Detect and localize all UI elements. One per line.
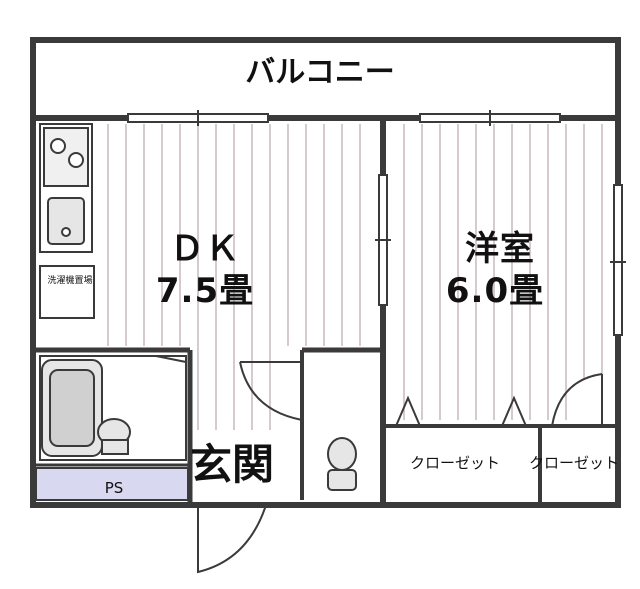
western-room-name: 洋室 <box>465 229 535 269</box>
entrance-label: 玄関 <box>190 440 275 489</box>
dk-room-name: ＤＫ <box>170 229 240 269</box>
balcony-windows <box>127 110 626 336</box>
closet-doors <box>395 395 527 427</box>
western-room-flooring <box>403 124 603 420</box>
closet-label-1: クローゼット <box>410 454 501 472</box>
closet-label-2: クローゼット <box>529 454 620 472</box>
dk-room-size: 7.5畳 <box>155 271 255 311</box>
bathroom <box>39 355 187 461</box>
western-room-size: 6.0畳 <box>445 271 545 311</box>
dk-flooring <box>107 124 361 430</box>
kitchen-counter <box>39 123 93 253</box>
doors <box>197 361 603 574</box>
ps-label: PS <box>104 479 124 497</box>
washer-space-box <box>39 265 95 319</box>
ps-box <box>35 467 189 501</box>
toilet <box>327 437 357 491</box>
balcony-label: バルコニー <box>245 55 395 90</box>
washer-space-label: 洗濯機置場 <box>47 276 93 286</box>
